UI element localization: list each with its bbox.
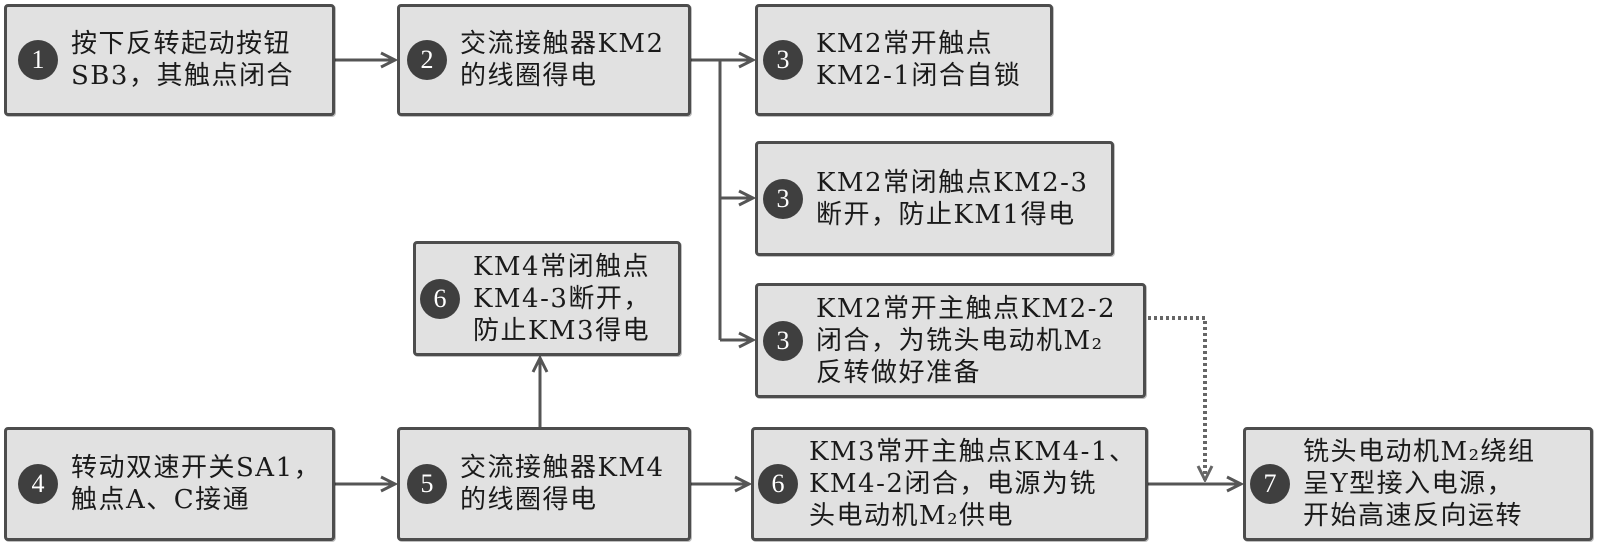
step-text-line: 铣头电动机M₂绕组 [1303, 437, 1536, 467]
step-text: KM4常闭触点 KM4-3断开， 防止KM3得电 [473, 251, 651, 347]
step-text-line: 按下反转起动按钮 [71, 29, 292, 59]
step-text-line: KM3常开主触点KM4-1、 [809, 437, 1137, 467]
step-text-line: 呈Y型接入电源， [1303, 469, 1515, 499]
step-text-line: 交流接触器KM4 [460, 453, 665, 483]
step-km2-main-contact: 3 KM2常开主触点KM2-2 闭合，为铣头电动机M₂ 反转做好准备 [755, 283, 1146, 398]
step-motor-high-speed-reverse: 7 铣头电动机M₂绕组 呈Y型接入电源， 开始高速反向运转 [1243, 427, 1593, 541]
step-text-line: 的线圈得电 [460, 485, 598, 515]
step-text-line: 触点A、C接通 [71, 485, 251, 515]
step-text: 按下反转起动按钮 SB3，其触点闭合 [71, 28, 294, 92]
step-number-badge: 6 [420, 278, 460, 319]
step-number-badge: 5 [407, 464, 447, 504]
step-text: KM2常开主触点KM2-2 闭合，为铣头电动机M₂ 反转做好准备 [816, 293, 1116, 389]
step-number-badge: 2 [407, 40, 447, 80]
step-text-line: KM2常开触点 [816, 29, 994, 59]
step-km4-main-contacts: 6 KM3常开主触点KM4-1、 KM4-2闭合，电源为铣 头电动机M₂供电 [751, 427, 1148, 541]
step-text: 转动双速开关SA1， 触点A、C接通 [71, 452, 321, 516]
step-text-line: 防止KM3得电 [473, 315, 651, 346]
step-km4-interlock: 6 KM4常闭触点 KM4-3断开， 防止KM3得电 [413, 241, 681, 356]
step-text: KM3常开主触点KM4-1、 KM4-2闭合，电源为铣 头电动机M₂供电 [809, 436, 1137, 532]
step-text: 交流接触器KM2 的线圈得电 [460, 28, 665, 92]
step-km2-interlock: 3 KM2常闭触点KM2-3 断开，防止KM1得电 [755, 141, 1114, 256]
step-km2-coil-energized: 2 交流接触器KM2 的线圈得电 [397, 4, 691, 116]
step-number-badge: 6 [758, 464, 798, 504]
step-text: KM2常开触点 KM2-1闭合自锁 [816, 28, 1021, 92]
step-text-line: SB3，其触点闭合 [71, 61, 294, 91]
step-text-line: KM4-2闭合，电源为铣 [809, 469, 1097, 499]
step-number-badge: 7 [1250, 464, 1290, 504]
step-text-line: 交流接触器KM2 [460, 29, 665, 59]
step-number-badge: 3 [763, 320, 803, 361]
dotted-arrow-step3-to-step7 [1148, 316, 1205, 480]
step-number-badge: 3 [763, 40, 803, 80]
step-text-line: 头电动机M₂供电 [809, 501, 1015, 531]
step-text-line: 断开，防止KM1得电 [816, 199, 1076, 230]
step-km4-coil-energized: 5 交流接触器KM4 的线圈得电 [397, 427, 691, 541]
step-km2-self-lock: 3 KM2常开触点 KM2-1闭合自锁 [755, 4, 1053, 116]
step-text-line: 转动双速开关SA1， [71, 453, 322, 483]
step-text-line: KM4-3断开， [473, 283, 651, 314]
step-text: 铣头电动机M₂绕组 呈Y型接入电源， 开始高速反向运转 [1303, 436, 1536, 532]
step-number-badge: 4 [18, 464, 58, 504]
step-number-badge: 1 [18, 40, 58, 80]
step-text-line: 的线圈得电 [460, 61, 598, 91]
step-text: KM2常闭触点KM2-3 断开，防止KM1得电 [816, 167, 1089, 231]
step-press-reverse-start-button: 1 按下反转起动按钮 SB3，其触点闭合 [4, 4, 335, 116]
step-text-line: KM2-1闭合自锁 [816, 61, 1022, 91]
step-number-badge: 3 [763, 178, 803, 219]
step-text-line: KM2常开主触点KM2-2 [816, 293, 1117, 324]
step-text-line: 反转做好准备 [816, 357, 982, 388]
step-text-line: 开始高速反向运转 [1303, 501, 1524, 531]
step-text: 交流接触器KM4 的线圈得电 [460, 452, 665, 516]
step-turn-speed-switch: 4 转动双速开关SA1， 触点A、C接通 [4, 427, 335, 541]
step-text-line: KM4常闭触点 [473, 251, 651, 282]
step-text-line: 闭合，为铣头电动机M₂ [816, 325, 1104, 356]
step-text-line: KM2常闭触点KM2-3 [816, 167, 1089, 198]
